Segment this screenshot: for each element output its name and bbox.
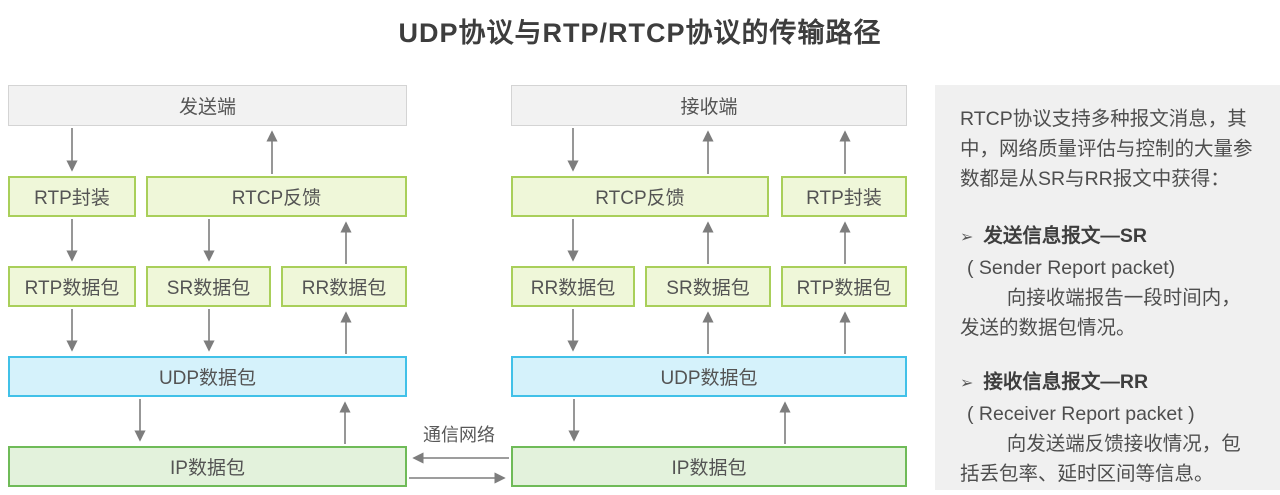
panel-item-heading: 接收信息报文—RR <box>983 371 1149 393</box>
panel-item-description: 向发送端反馈接收情况，包括丢包率、延时区间等信息。 <box>960 433 1241 485</box>
node-receiver-rtp-packet: RTP数据包 <box>781 266 907 307</box>
node-receiver-endpoint: 接收端 <box>511 85 907 126</box>
panel-item-sr: ➢ 发送信息报文—SR ( Sender Report packet) 向接收端… <box>960 221 1258 343</box>
node-receiver-rr-packet: RR数据包 <box>511 266 635 307</box>
node-sender-udp-packet: UDP数据包 <box>8 356 407 397</box>
node-sender-rtp-encap: RTP封装 <box>8 176 136 217</box>
node-receiver-udp-packet: UDP数据包 <box>511 356 907 397</box>
panel-item-heading: 发送信息报文—SR <box>983 225 1147 247</box>
panel-item-subheading: ( Sender Report packet) <box>967 257 1176 279</box>
node-sender-rtcp-feedback: RTCP反馈 <box>146 176 407 217</box>
network-label: 通信网络 <box>423 425 495 445</box>
page-title: UDP协议与RTP/RTCP协议的传输路径 <box>398 18 882 48</box>
node-receiver-ip-packet: IP数据包 <box>511 446 907 487</box>
node-sender-ip-packet: IP数据包 <box>8 446 407 487</box>
node-sender-endpoint: 发送端 <box>8 85 407 126</box>
panel-item-subheading: ( Receiver Report packet ) <box>967 403 1195 425</box>
arrowhead-bullet-icon: ➢ <box>960 229 974 246</box>
node-receiver-rtp-encap: RTP封装 <box>781 176 907 217</box>
panel-item-heading-row: ➢ 接收信息报文—RR <box>960 367 1258 399</box>
panel-item-description: 向接收端报告一段时间内，发送的数据包情况。 <box>960 287 1241 339</box>
arrowhead-bullet-icon: ➢ <box>960 375 974 392</box>
panel-intro-text: RTCP协议支持多种报文消息，其中，网络质量评估与控制的大量参数都是从SR与RR… <box>960 108 1253 190</box>
node-sender-rtp-packet: RTP数据包 <box>8 266 136 307</box>
panel-item-rr: ➢ 接收信息报文—RR ( Receiver Report packet ) 向… <box>960 367 1258 489</box>
node-sender-rr-packet: RR数据包 <box>281 266 407 307</box>
node-receiver-sr-packet: SR数据包 <box>645 266 771 307</box>
node-receiver-rtcp-feedback: RTCP反馈 <box>511 176 769 217</box>
node-sender-sr-packet: SR数据包 <box>146 266 271 307</box>
panel-item-heading-row: ➢ 发送信息报文—SR <box>960 221 1258 253</box>
side-panel: RTCP协议支持多种报文消息，其中，网络质量评估与控制的大量参数都是从SR与RR… <box>935 85 1280 490</box>
